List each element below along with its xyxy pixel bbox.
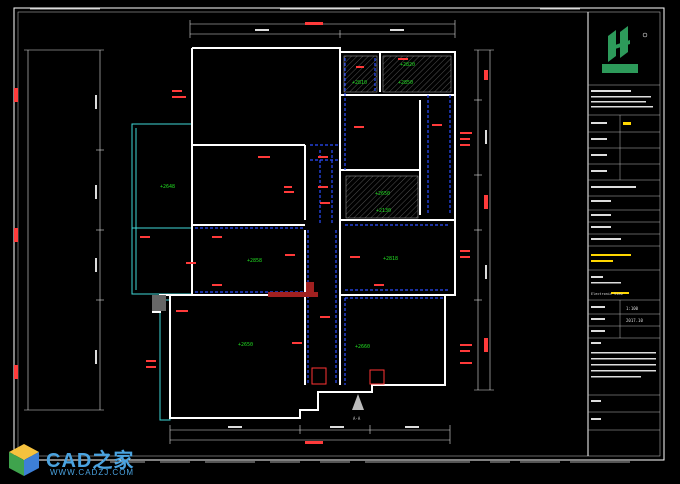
door-marks <box>152 282 385 385</box>
room-label-bath2: +2850 <box>398 80 413 86</box>
room-labels: +2858 +2818 +2650 +2660 +2810 +2850 +265… <box>160 62 415 350</box>
room-label-kitchen: +2650 <box>375 191 390 197</box>
ceiling-dashed-lines <box>195 58 451 385</box>
dimension-text <box>95 29 487 428</box>
hatched-areas <box>343 55 452 219</box>
section-mark-label: A-A <box>353 416 361 421</box>
room-label-bath1: +2810 <box>352 80 367 86</box>
room-label-balcony: +2650 <box>238 342 253 348</box>
company-logo-icon <box>602 26 648 73</box>
section-mark-icon: A-A <box>352 394 364 421</box>
room-label-wash: +2820 <box>400 62 415 68</box>
room-label-storage: +2130 <box>376 208 391 214</box>
balcony-outline <box>131 123 193 421</box>
red-annotations <box>140 58 472 368</box>
title-block: Electronic View 1:100 2017.10 <box>587 12 660 456</box>
room-label-bedroom1: +2818 <box>383 256 398 262</box>
title-block-view-label: Electronic View <box>591 292 624 296</box>
room-label-living: +2858 <box>247 258 262 264</box>
cube-logo-icon <box>9 444 39 476</box>
watermark: CAD之家 WWW.CADZJ.COM <box>6 440 156 480</box>
title-block-scale: 1:100 <box>626 306 639 311</box>
room-label-study: +2648 <box>160 184 175 190</box>
watermark-title: CAD之家 <box>46 450 135 472</box>
title-block-date: 2017.10 <box>626 318 643 323</box>
dimension-lines <box>24 20 494 444</box>
room-label-bedroom2: +2660 <box>355 344 370 350</box>
floor-plan-walls <box>152 47 456 419</box>
dimension-marks <box>14 22 488 444</box>
watermark-url: WWW.CADZJ.COM <box>50 468 135 477</box>
